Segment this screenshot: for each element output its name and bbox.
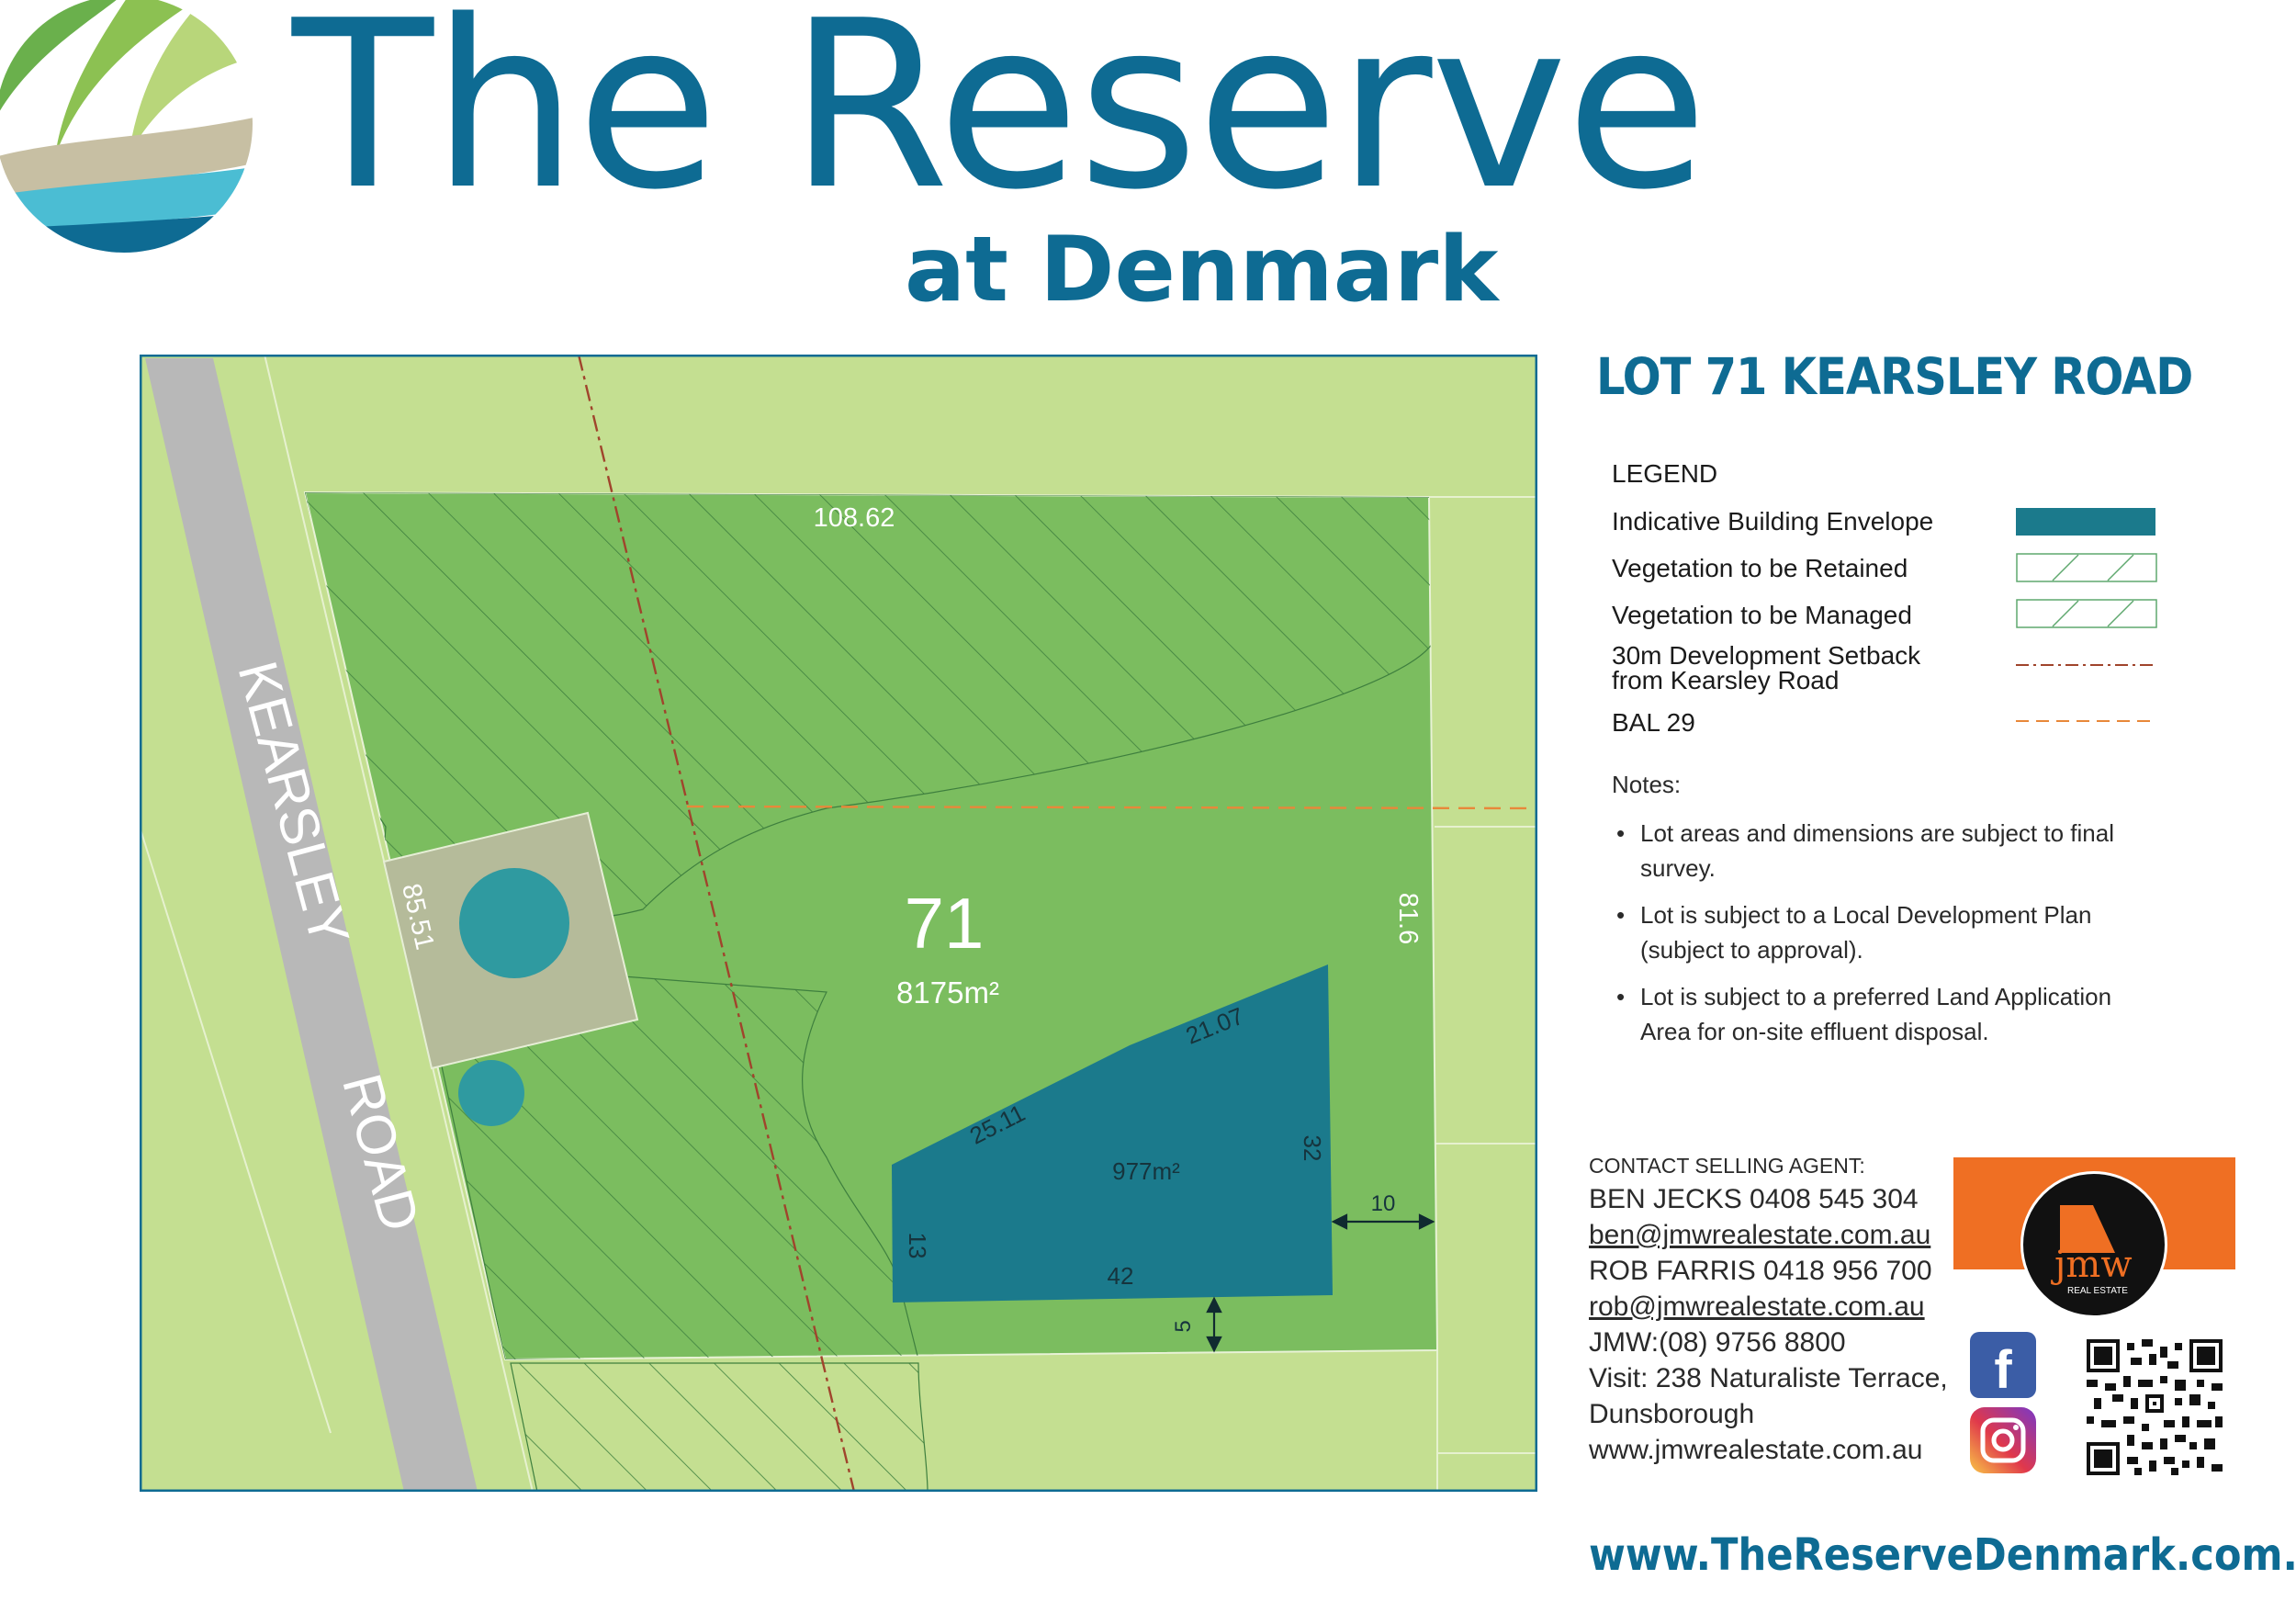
map-border <box>140 355 1537 1492</box>
legend-label-setback-line1: 30m Development Setback <box>1612 641 1921 670</box>
legend-label-envelope: Indicative Building Envelope <box>1612 507 1934 536</box>
brand-title: The Reserve <box>292 0 1708 241</box>
brand-subtitle: at Denmark <box>905 218 1499 322</box>
contact-heading: CONTACT SELLING AGENT: <box>1589 1154 1865 1178</box>
lot-heading: LOT 71 KEARSLEY ROAD <box>1596 347 2193 406</box>
bullet-icon: • <box>1616 901 1626 929</box>
notes-title: Notes: <box>1612 771 1682 798</box>
legend-label-bal29: BAL 29 <box>1612 708 1695 737</box>
note-item: • Lot areas and dimensions are subject t… <box>1616 816 2155 885</box>
dim-north: 108.62 <box>814 503 895 533</box>
note-line: survey. <box>1640 854 1716 882</box>
logo-leaf-icon <box>0 0 253 253</box>
website-link[interactable]: www.TheReserveDenmark.com.au <box>1589 1529 2296 1581</box>
dim-setback-east: 10 <box>1371 1191 1396 1216</box>
legend-title: LEGEND <box>1612 459 1718 488</box>
kearsley-road <box>145 358 478 1492</box>
note-line: Area for on-site effluent disposal. <box>1640 1018 1989 1045</box>
building-envelope <box>892 964 1333 1303</box>
dim-env-bottom: 42 <box>1108 1262 1134 1290</box>
agent-rob: ROB FARRIS 0418 956 700 <box>1589 1256 1932 1286</box>
facebook-icon[interactable]: f <box>1970 1332 2036 1398</box>
note-line: Lot is subject to a preferred Land Appli… <box>1640 983 2112 1010</box>
bullet-icon: • <box>1616 983 1626 1010</box>
legend-swatch-veg-managed <box>2016 599 2157 628</box>
legend-label-veg-retained: Vegetation to be Retained <box>1612 554 1908 582</box>
dim-east: 81.6 <box>1393 893 1423 944</box>
legend-label-setback: 30m Development Setback from Kearsley Ro… <box>1612 641 1921 694</box>
note-line: Lot areas and dimensions are subject to … <box>1640 819 2114 847</box>
agency-website-link[interactable]: www.jmwrealestate.com.au <box>1589 1435 1923 1465</box>
legend-swatch-setback <box>2016 664 2157 666</box>
note-item: • Lot is subject to a Local Development … <box>1616 897 2155 967</box>
agency-logo-badge: jmw REAL ESTATE <box>2020 1171 2167 1318</box>
email-ben-link[interactable]: ben@jmwrealestate.com.au <box>1589 1220 1931 1250</box>
office-town: Dunsborough <box>1589 1399 1755 1429</box>
legend-label-setback-line2: from Kearsley Road <box>1612 666 1840 694</box>
agency-logo-subtext: REAL ESTATE <box>2067 1286 2128 1296</box>
bal-29-line <box>686 805 1537 810</box>
note-line: (subject to approval). <box>1640 936 1863 964</box>
vegetation-managed-offsite <box>510 1362 929 1492</box>
legend-swatch-veg-retained <box>2016 553 2157 582</box>
lot-number: 71 <box>905 883 985 964</box>
agency-logo-text: jmw <box>2054 1244 2133 1286</box>
dim-env-right: 32 <box>1299 1135 1326 1162</box>
development-setback-line <box>577 355 856 1492</box>
water-tank-small <box>458 1060 524 1126</box>
email-rob-link[interactable]: rob@jmwrealestate.com.au <box>1589 1291 1925 1322</box>
dim-setback-south: 5 <box>1171 1320 1196 1332</box>
legend-swatch-bal29 <box>2016 720 2157 722</box>
note-item: • Lot is subject to a preferred Land App… <box>1616 979 2155 1049</box>
office-phone: JMW:(08) 9756 8800 <box>1589 1327 1846 1358</box>
instagram-icon[interactable] <box>1970 1407 2036 1473</box>
envelope-area: 977m² <box>1112 1157 1180 1185</box>
legend-swatch-envelope <box>2016 508 2155 536</box>
water-tank-large <box>459 868 569 978</box>
dim-env-left: 13 <box>904 1233 931 1259</box>
note-line: Lot is subject to a Local Development Pl… <box>1640 901 2092 929</box>
bullet-icon: • <box>1616 819 1626 847</box>
office-address: Visit: 238 Naturaliste Terrace, <box>1589 1363 1948 1393</box>
qr-code-icon[interactable] <box>2087 1339 2223 1475</box>
setback-arrows <box>1206 1213 1435 1353</box>
lot-area: 8175m² <box>896 976 999 1009</box>
site-plan-map: 108.62 85.51 81.6 71 8175m² KEARSLEY ROA… <box>140 355 1537 1492</box>
agent-ben: BEN JECKS 0408 545 304 <box>1589 1184 1919 1214</box>
legend-label-veg-managed: Vegetation to be Managed <box>1612 601 1912 629</box>
